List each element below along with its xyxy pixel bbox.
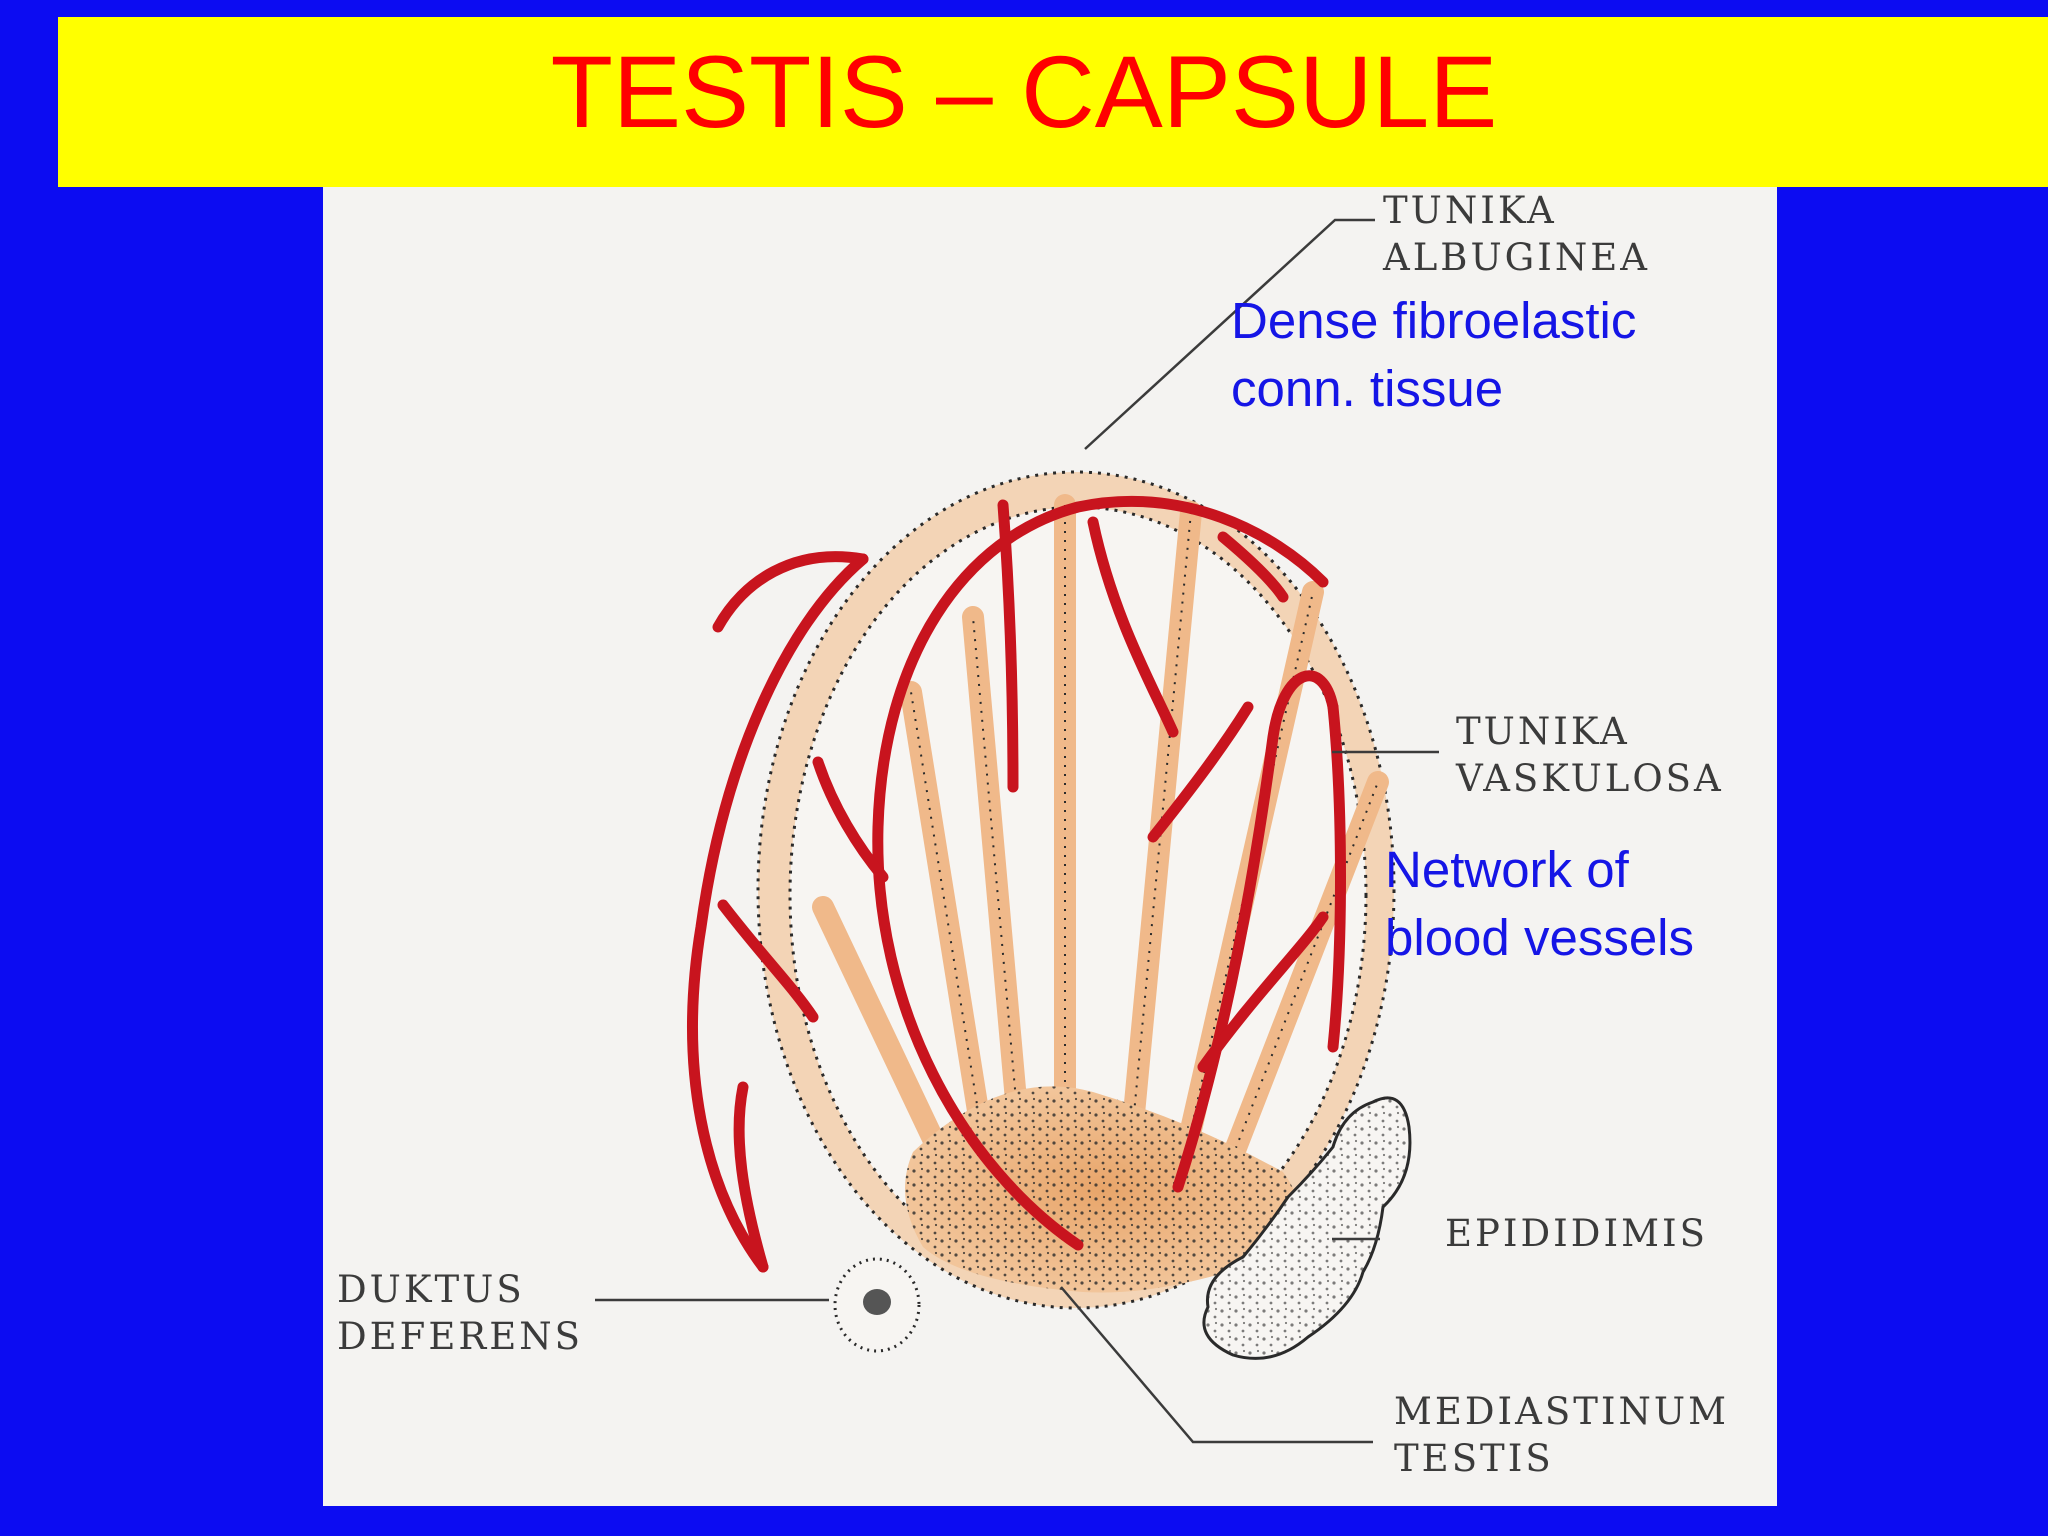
ductus-deferens-section xyxy=(833,1257,921,1353)
label-tunica-vasculosa-line2: VASKULOSA xyxy=(1456,757,1724,800)
label-mediastinum-testis: MEDIASTINUM TESTIS xyxy=(1394,1388,1729,1482)
label-mediastinum-line2: TESTIS xyxy=(1394,1437,1554,1480)
note-albuginea-line1: Dense fibroelastic xyxy=(1231,292,1637,349)
leader-lines xyxy=(595,218,1439,1444)
label-ductus-deferens: DUKTUS DEFERENS xyxy=(337,1266,583,1360)
title-bar xyxy=(58,17,2048,187)
testis-drawing xyxy=(595,218,1439,1444)
mediastinum-testis xyxy=(905,1086,1301,1293)
label-tunica-vasculosa-line1: TUNIKA xyxy=(1456,710,1630,753)
label-tunica-albuginea: TUNIKA ALBUGINEA xyxy=(1383,187,1650,281)
note-vasculosa-line1: Network of xyxy=(1385,841,1629,898)
label-epididymis-line1: EPIDIDIMIS xyxy=(1445,1212,1708,1255)
note-albuginea: Dense fibroelastic conn. tissue xyxy=(1231,287,1636,423)
label-tunica-albuginea-line1: TUNIKA xyxy=(1383,189,1557,232)
slide-title: TESTIS – CAPSULE xyxy=(550,35,1498,149)
tunica-vasculosa-vessels xyxy=(687,495,1346,1273)
note-albuginea-line2: conn. tissue xyxy=(1231,360,1504,417)
label-ductus-deferens-line2: DEFERENS xyxy=(337,1315,583,1358)
epididymis-shape xyxy=(1202,1096,1412,1360)
testis-diagram: TUNIKA ALBUGINEA Dense fibroelastic conn… xyxy=(323,187,1777,1506)
label-ductus-deferens-line1: DUKTUS xyxy=(337,1268,525,1311)
label-tunica-vasculosa: TUNIKA VASKULOSA xyxy=(1456,708,1724,802)
note-vasculosa: Network of blood vessels xyxy=(1385,836,1694,972)
note-vasculosa-line2: blood vessels xyxy=(1385,909,1695,966)
label-tunica-albuginea-line2: ALBUGINEA xyxy=(1383,236,1650,279)
label-mediastinum-line1: MEDIASTINUM xyxy=(1394,1390,1729,1433)
label-epididymis: EPIDIDIMIS xyxy=(1445,1210,1708,1257)
